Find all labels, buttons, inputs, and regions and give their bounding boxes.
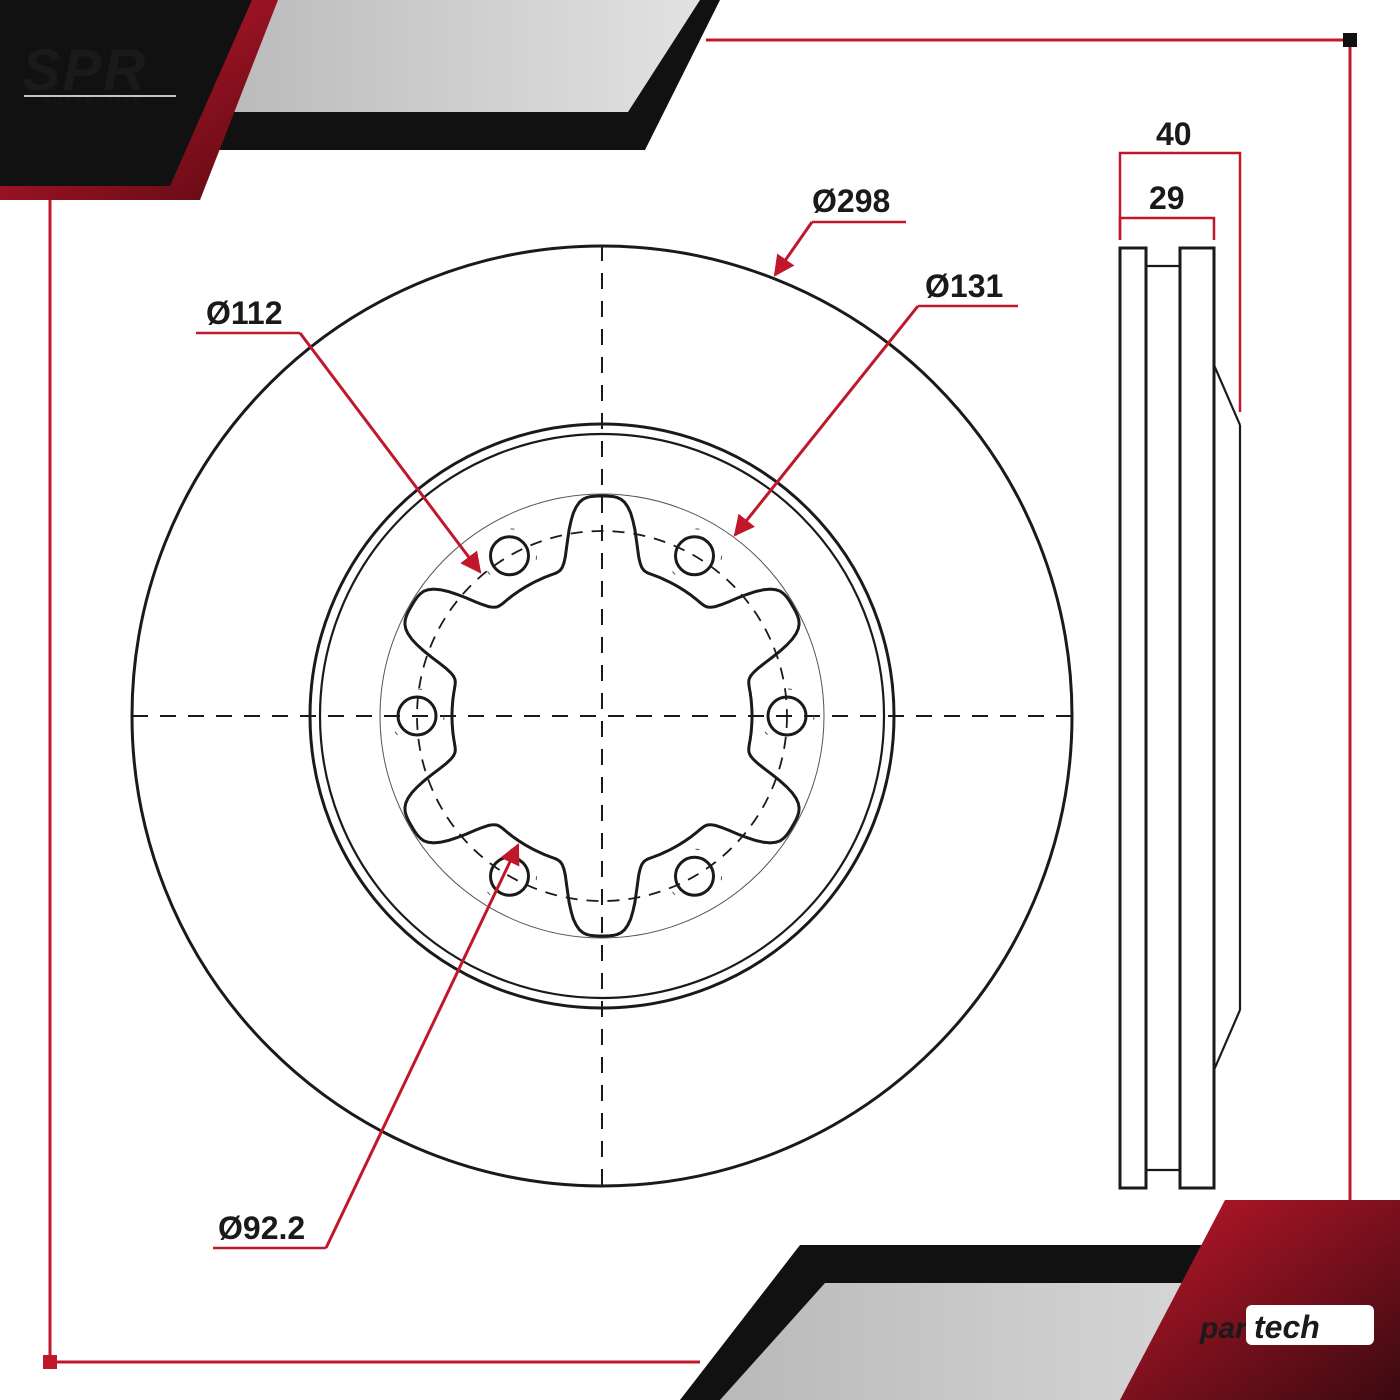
partech-logo-prefix: par: [1199, 1312, 1249, 1345]
bolt-hole-mark: [389, 688, 445, 744]
center-hole-diameter-label: Ø131: [925, 268, 1003, 304]
partech-logo: par tech: [1199, 1305, 1374, 1345]
bolt-hole: [489, 535, 530, 577]
bolt-circle-diameter-label: Ø112: [206, 295, 283, 331]
dim-thickness-labels: 40 29: [1149, 116, 1192, 216]
disc-thickness-label: 29: [1149, 180, 1185, 216]
dim-bolt-pcd: Ø92.2: [213, 843, 520, 1250]
partech-logo-suffix: tech: [1254, 1309, 1320, 1345]
spr-logo: SPR AUTOMOTIVE: [22, 38, 176, 106]
bolt-hole: [674, 855, 715, 897]
spr-logo-text: SPR: [22, 38, 147, 103]
dim-bolt-circle: Ø112: [196, 295, 482, 574]
bolt-hole: [396, 695, 438, 737]
bolt-holes: [389, 528, 815, 904]
bottom-banner: [680, 1200, 1400, 1400]
spr-logo-subtitle: AUTOMOTIVE: [44, 96, 143, 106]
dim-center-hole: Ø131: [733, 268, 1018, 537]
dim-outer: Ø298: [773, 183, 906, 277]
outer-diameter-label: Ø298: [812, 183, 890, 219]
bolt-pcd-label: Ø92.2: [218, 1210, 305, 1246]
disc-front-view: [130, 244, 1074, 1188]
total-thickness-label: 40: [1156, 116, 1192, 152]
bolt-hole-mark: [667, 528, 722, 584]
disc-side-view: [1118, 151, 1242, 1190]
bolt-hole-mark: [759, 688, 815, 744]
top-banner: [0, 0, 720, 200]
bolt-hole-mark: [482, 528, 537, 584]
frame-lines: [43, 33, 1357, 1369]
bolt-hole-mark: [667, 848, 722, 904]
bolt-hole: [766, 695, 808, 737]
bolt-hole-mark: [482, 848, 537, 904]
bolt-hole: [674, 535, 715, 577]
hub-hole: [403, 494, 801, 938]
